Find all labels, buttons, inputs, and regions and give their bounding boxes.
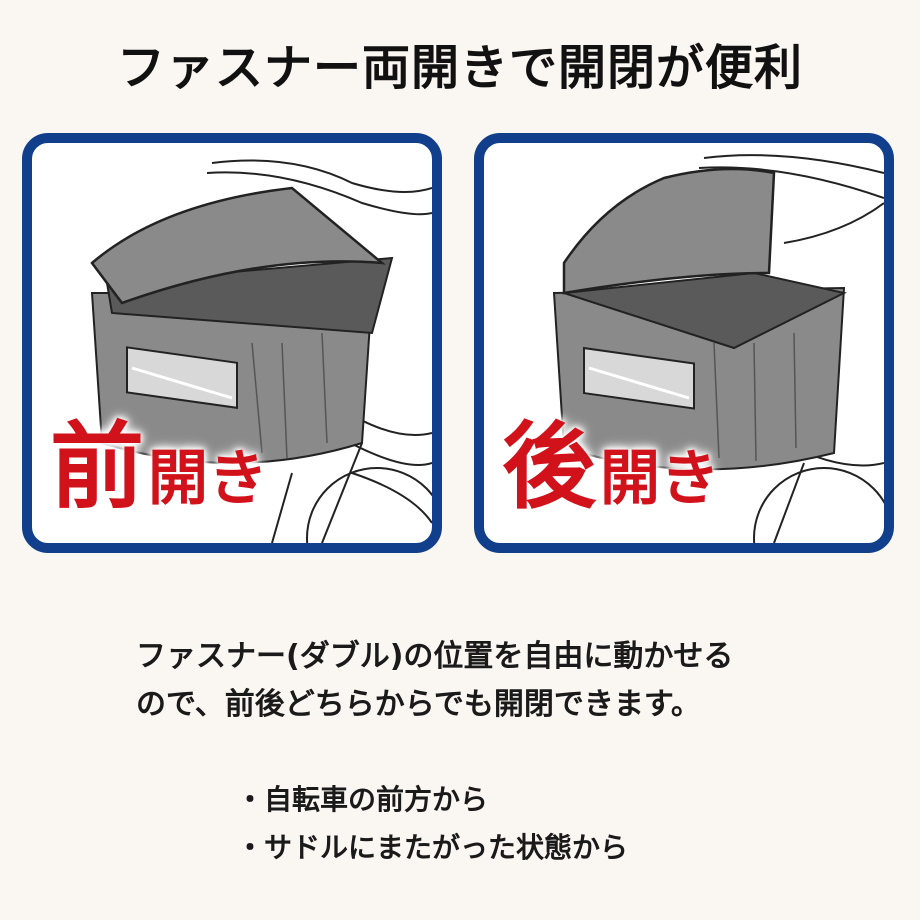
bullet-item: サドルにまたがった状態から (236, 824, 628, 872)
back-open-illustration (552, 154, 884, 543)
description: ファスナー(ダブル)の位置を自由に動かせる ので、前後どちらからでも開閉できます… (136, 633, 856, 729)
back-open-label: 後 開き (502, 421, 720, 515)
front-open-panel: 前 開き (22, 133, 442, 553)
bullet-list: 自転車の前方から サドルにまたがった状態から (236, 776, 628, 872)
front-open-label-small: 開き (148, 444, 269, 514)
bullet-item: 自転車の前方から (236, 776, 628, 824)
description-line-2: ので、前後どちらからでも開閉できます。 (136, 687, 701, 722)
front-open-label: 前 開き (50, 421, 268, 515)
back-open-label-small: 開き (600, 444, 721, 514)
front-open-label-big: 前 (50, 413, 145, 522)
back-open-label-big: 後 (502, 413, 597, 522)
back-open-panel: 後 開き (474, 133, 894, 553)
page-title: ファスナー両開きで開閉が便利 (116, 40, 803, 96)
front-open-illustration (90, 159, 432, 543)
description-line-1: ファスナー(ダブル)の位置を自由に動かせる (136, 639, 734, 674)
